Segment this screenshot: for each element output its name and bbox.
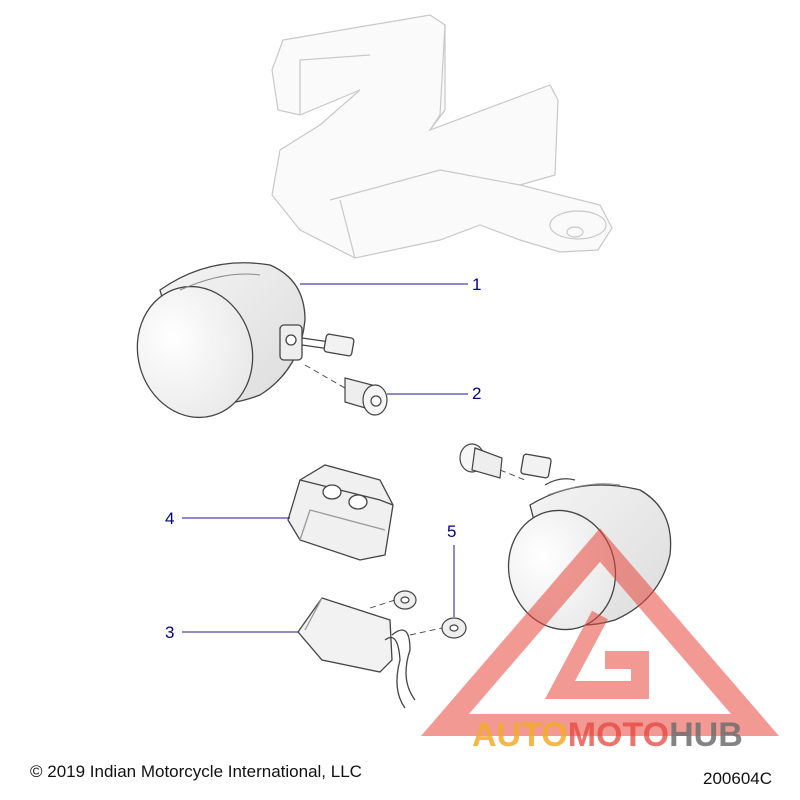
- license-lamp-housing: [287, 464, 394, 561]
- diagram-number: 200604C: [703, 769, 773, 788]
- watermark-text-hub: HUB: [669, 716, 743, 754]
- assembly-alignment-lines: [304, 364, 526, 636]
- callout-5: 5: [447, 522, 457, 541]
- callout-1: 1: [472, 275, 482, 294]
- grommet-upper: [393, 590, 417, 610]
- watermark-text-auto: AUTO: [472, 716, 568, 754]
- turn-signal-lamp-right: [507, 453, 672, 631]
- callout-4: 4: [165, 509, 175, 528]
- watermark-text: AUTOMOTOHUB: [472, 716, 743, 755]
- watermark-logo: [421, 528, 779, 736]
- mounting-bracket-reference: [271, 14, 613, 259]
- watermark-text-moto: MOTO: [567, 716, 670, 754]
- callout-3: 3: [165, 623, 175, 642]
- copyright-notice: © 2019 Indian Motorcycle International, …: [30, 762, 362, 781]
- screw-lower: [459, 443, 503, 479]
- turn-signal-lamp-left: [136, 262, 355, 419]
- screw-upper: [344, 377, 388, 416]
- leader-lines: [182, 283, 468, 633]
- license-lamp: [297, 597, 416, 709]
- grommet-lower: [441, 617, 467, 639]
- callout-2: 2: [472, 384, 482, 403]
